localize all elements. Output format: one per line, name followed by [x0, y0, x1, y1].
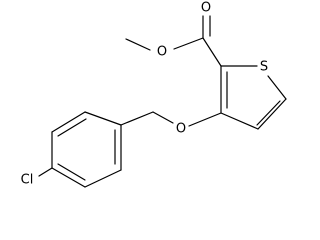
bond-aryl-cl	[38, 167, 53, 177]
bond-s-c5	[267, 75, 287, 100]
bond-methyl-o	[125, 38, 151, 51]
bond-aryl-2-3-double	[57, 118, 87, 137]
bond-c4-c3	[220, 112, 259, 130]
bond-c5-c4-double	[256, 100, 281, 126]
bond-c5-c4	[257, 98, 287, 130]
bond-ch2-aryl	[120, 111, 154, 126]
atom-label-carbonyl-oxygen: O	[201, 1, 211, 16]
bond-c3-o	[188, 112, 222, 127]
bond-aryl-1-2	[84, 111, 122, 126]
atom-label-ether-oxygen: O	[176, 122, 186, 137]
bond-o-ch2	[152, 111, 174, 124]
bond-aryl-4-5-double	[57, 163, 86, 181]
bond-aryl-4-5	[51, 167, 86, 188]
atom-label-ester-oxygen: O	[157, 45, 167, 60]
atom-label-chlorine: Cl	[21, 173, 34, 188]
atom-label-sulfur: S	[260, 60, 268, 75]
chemical-structure-diagram: O O S O Cl	[21, 1, 287, 188]
bond-aryl-5-6	[84, 169, 122, 188]
bond-aryl-2-3	[51, 111, 86, 133]
bond-carbonyl-to-ring	[202, 37, 222, 67]
bond-o-carbonyl-c	[173, 37, 204, 50]
